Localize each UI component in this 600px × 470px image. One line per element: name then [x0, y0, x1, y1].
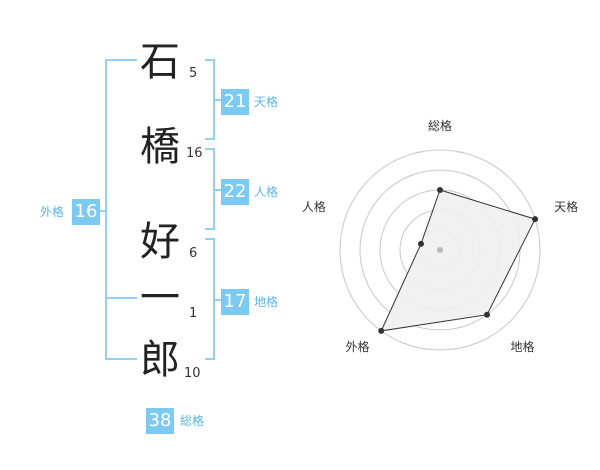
- name-char-3: 好: [140, 219, 180, 265]
- chikaku-label: 地格: [254, 295, 279, 309]
- stroke-count-4: 1: [189, 306, 198, 321]
- tenkaku-value: 21: [221, 89, 249, 115]
- stroke-count-5: 10: [184, 366, 201, 381]
- chikaku-value: 17: [221, 289, 249, 315]
- name-char-1: 石: [140, 39, 180, 85]
- name-char-2: 橋: [140, 124, 180, 170]
- radar-polygon: [380, 189, 536, 332]
- jinkaku-label: 人格: [254, 185, 279, 199]
- gaikaku-bracket: [105, 59, 137, 360]
- soukaku-label: 総格: [180, 414, 205, 428]
- stroke-count-2: 16: [186, 146, 203, 161]
- jinkaku-value: 22: [221, 179, 249, 205]
- gaikaku-label: 外格: [40, 205, 65, 219]
- radar-axis-label-4: 人格: [302, 199, 326, 214]
- name-char-5: 郎: [140, 337, 180, 383]
- radar-axis-label-3: 外格: [345, 339, 369, 354]
- radar-point-3: [378, 327, 385, 334]
- radar-point-4: [417, 240, 424, 247]
- stroke-count-3: 6: [189, 246, 198, 261]
- gaikaku-value: 16: [72, 199, 100, 225]
- radar-point-1: [532, 216, 539, 223]
- radar-center: [437, 247, 443, 253]
- soukaku-value: 38: [146, 408, 174, 434]
- stroke-count-1: 5: [189, 66, 198, 81]
- tenkaku-label: 天格: [254, 95, 279, 109]
- radar-axis-label-1: 天格: [554, 199, 578, 214]
- radar-axis-label-0: 総格: [428, 118, 452, 133]
- radar-point-2: [484, 311, 491, 318]
- radar-point-0: [437, 187, 443, 193]
- radar-ring-5: [339, 149, 541, 351]
- radar-axis-label-2: 地格: [511, 339, 535, 354]
- name-char-4: 一: [140, 275, 180, 321]
